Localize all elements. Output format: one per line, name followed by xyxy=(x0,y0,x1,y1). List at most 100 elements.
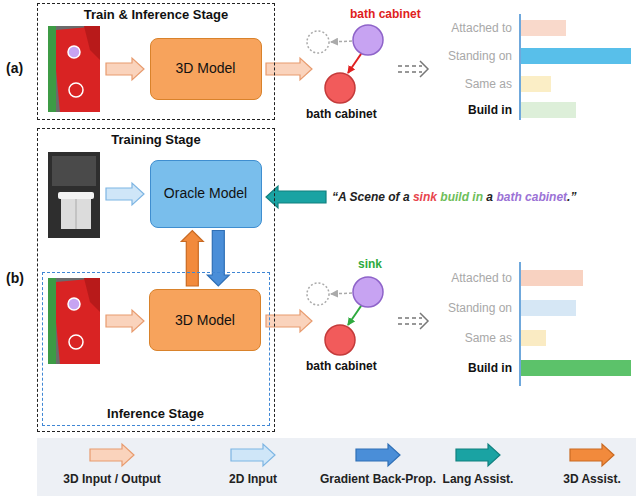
object-label: bath cabinet xyxy=(306,106,377,122)
object-marker xyxy=(69,83,83,97)
model-box: 3D Model xyxy=(149,289,261,351)
legend-arrow xyxy=(570,444,614,466)
prompt-word: .” xyxy=(567,188,576,206)
bar xyxy=(521,330,546,346)
output-arrow xyxy=(266,310,312,332)
stage-title: Training Stage xyxy=(38,132,274,147)
bar-label: Same as xyxy=(465,76,512,92)
point-cloud-cabinet xyxy=(56,26,100,112)
bar-chart xyxy=(520,262,631,386)
point-cloud-image xyxy=(48,26,100,112)
predicted-label: bath cabinet xyxy=(350,6,421,22)
stage-title: Train & Inference Stage xyxy=(38,7,274,22)
point-cloud-ground xyxy=(48,278,100,364)
graph-edge xyxy=(331,41,352,42)
object-marker xyxy=(69,335,83,349)
assist-arrow xyxy=(181,231,203,287)
prompt-word: bath cabinet xyxy=(496,188,567,206)
photo-cabinet-door xyxy=(76,199,77,229)
graph-node xyxy=(307,283,329,305)
legend-text: Lang Assist. xyxy=(408,471,548,487)
legend-arrow xyxy=(356,444,400,466)
point-cloud-wall xyxy=(48,278,56,364)
dashed-line xyxy=(398,323,422,325)
graph-node xyxy=(325,325,355,355)
photo-ground xyxy=(48,152,100,238)
legend-band xyxy=(37,438,636,496)
graph-node xyxy=(353,277,383,307)
model-label: Oracle Model xyxy=(164,185,247,202)
bar-label: Attached to xyxy=(451,20,512,36)
legend-text: 3D Assist. xyxy=(522,471,640,487)
model-label: 3D Model xyxy=(175,312,235,329)
bar xyxy=(521,48,631,64)
bar xyxy=(521,270,583,286)
bar xyxy=(521,300,576,316)
photo-mirror xyxy=(52,156,96,186)
graph-edge xyxy=(348,54,361,73)
point-cloud-image xyxy=(48,278,100,364)
dashed-line xyxy=(398,317,422,319)
point-cloud-ground xyxy=(48,26,100,112)
stage-box: Training StageOracle ModelInference Stag… xyxy=(37,128,275,432)
legend-arrow xyxy=(456,444,500,466)
prompt-word: sink xyxy=(413,188,437,206)
graph-node xyxy=(353,25,383,55)
dashed-line xyxy=(398,71,422,73)
model-label: 3D Model xyxy=(176,60,236,77)
bar-label: Attached to xyxy=(451,270,512,286)
language-arrow xyxy=(266,186,326,208)
bar-axis xyxy=(519,14,521,120)
model-box: 3D Model xyxy=(150,38,262,100)
photo-sink xyxy=(58,192,94,199)
point-cloud-shade xyxy=(84,26,100,60)
assist-arrow xyxy=(207,231,229,287)
photo-cabinet xyxy=(61,199,91,229)
legend-text: 3D Input / Output xyxy=(42,471,182,487)
input-arrow xyxy=(106,310,144,332)
predicted-label: sink xyxy=(358,256,382,272)
bar-label: Standing on xyxy=(448,48,512,64)
dashed-arrow xyxy=(398,61,428,77)
graph-node xyxy=(307,31,329,53)
dashed-line xyxy=(398,65,422,67)
bar-label: Build in xyxy=(468,360,512,376)
bar xyxy=(521,102,576,118)
dashed-head xyxy=(420,61,428,77)
prompt-word: a xyxy=(486,188,493,206)
input-arrow xyxy=(106,58,144,80)
stage-box: Inference Stage3D Model xyxy=(42,272,270,426)
scene-graph xyxy=(307,277,383,355)
graph-edge xyxy=(331,293,352,294)
legend-arrow xyxy=(90,444,134,466)
object-label: bath cabinet xyxy=(306,358,377,374)
bar xyxy=(521,360,631,376)
scene-graph xyxy=(307,25,383,103)
legend-text: Gradient Back-Prop. xyxy=(308,471,448,487)
prompt-word: “A Scene of a xyxy=(332,188,410,206)
panel-tag: (b) xyxy=(6,270,24,286)
photo-image xyxy=(48,152,100,238)
point-cloud-shade xyxy=(84,278,100,312)
language-prompt: “A Scene of asinkbuild inabath cabinet.” xyxy=(332,188,576,206)
bar xyxy=(521,76,551,92)
legend-arrow xyxy=(231,444,275,466)
legend-text: 2D Input xyxy=(183,471,323,487)
graph-node xyxy=(325,73,355,103)
bar-label: Build in xyxy=(468,102,512,118)
object-marker xyxy=(68,298,80,310)
output-arrow xyxy=(266,58,312,80)
dashed-arrow xyxy=(398,313,428,329)
point-cloud-cabinet xyxy=(56,278,100,364)
bar-label: Same as xyxy=(465,330,512,346)
bar xyxy=(521,20,566,36)
point-cloud-wall xyxy=(48,26,56,112)
prompt-word: build in xyxy=(440,188,483,206)
bar-label: Standing on xyxy=(448,300,512,316)
stage-box: Train & Inference Stage 3D Model xyxy=(37,3,275,120)
graph-edge xyxy=(348,306,361,325)
dashed-head xyxy=(420,313,428,329)
